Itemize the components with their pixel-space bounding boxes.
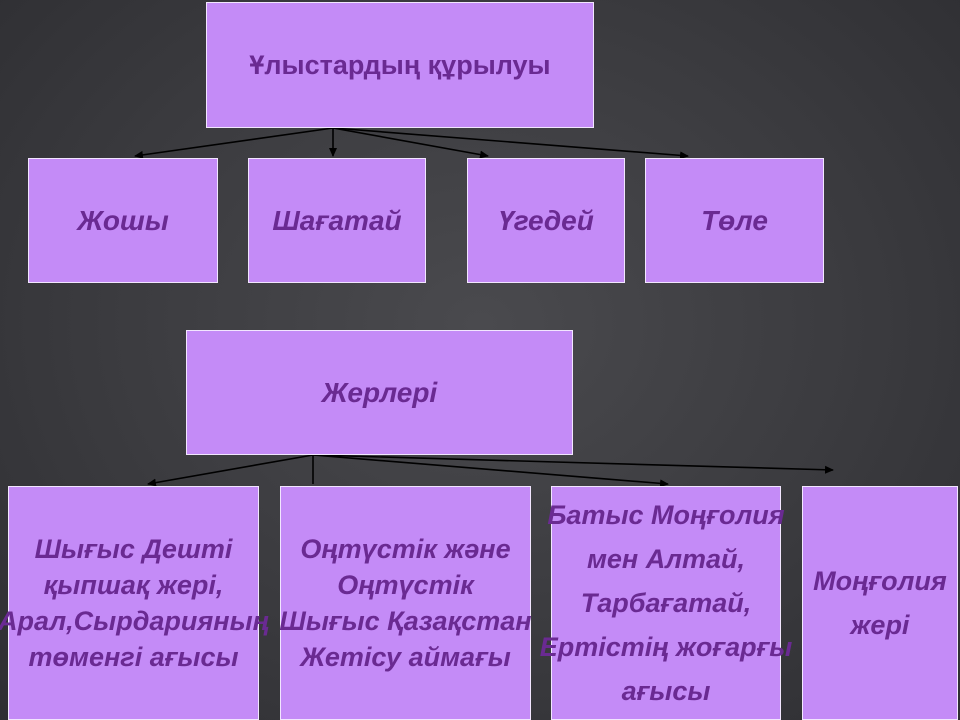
territory-line: Оңтүстік және	[300, 534, 511, 564]
ulus-node-label: Шағатай	[272, 204, 402, 236]
arrow-lands-to-territory-1	[147, 454, 314, 487]
territory-line: мен Алтай,	[586, 544, 746, 574]
territory-line: Ертістің жоғарғы	[539, 632, 793, 662]
territory-node-2: Оңтүстік және Оңтүстік Шығыс Қазақстан Ж…	[279, 486, 532, 720]
territory-node-4: Моңғолия жері	[802, 486, 958, 720]
arrow-root-to-joshy	[134, 127, 334, 159]
territory-node-text: Оңтүстік және Оңтүстік Шығыс Қазақстан Ж…	[279, 531, 531, 675]
ulus-node-shagatai: Шағатай	[248, 158, 426, 283]
ulus-node-label: Жошы	[77, 204, 169, 236]
territory-line: төменгі ағысы	[28, 642, 239, 672]
territory-line: Шығыс Дешті	[34, 534, 233, 564]
territory-node-text: Моңғолия жері	[813, 559, 947, 647]
territory-line: Жетісу аймағы	[300, 642, 511, 672]
territory-line: ағысы	[621, 676, 711, 706]
territory-line: Арал,Сырдарияның	[0, 606, 269, 636]
territory-line: Моңғолия	[813, 566, 947, 596]
arrow-lands-to-territory-3	[312, 454, 669, 488]
ulus-node-ugedei: Үгедей	[467, 158, 625, 283]
territory-node-3: Батыс Моңғолия мен Алтай, Тарбағатай, Ер…	[540, 486, 792, 720]
territory-line: қыпшақ жері,	[43, 570, 224, 600]
ulus-node-label: Үгедей	[498, 204, 594, 236]
territory-line: Оңтүстік	[337, 570, 474, 600]
territory-line: Шығыс Қазақстан	[279, 606, 532, 636]
arrow-root-to-tole	[332, 127, 689, 160]
lands-node-label: Жерлері	[321, 376, 438, 408]
territory-node-text: Батыс Моңғолия мен Алтай, Тарбағатай, Ер…	[540, 493, 793, 713]
territory-node-1: Шығыс Дешті қыпшақ жері, Арал,Сырдарияны…	[0, 486, 269, 720]
territory-node-text: Шығыс Дешті қыпшақ жері, Арал,Сырдарияны…	[0, 531, 269, 675]
ulus-node-joshy: Жошы	[28, 158, 218, 283]
lands-node: Жерлері	[186, 330, 573, 455]
territory-line: Тарбағатай,	[580, 588, 752, 618]
ulus-node-label: Төле	[701, 204, 768, 236]
territory-line: Батыс Моңғолия	[547, 500, 785, 530]
arrow-lands-to-territory-4	[312, 454, 834, 474]
arrow-root-to-ugedei	[332, 127, 489, 159]
root-node: Ұлыстардың құрылуы	[206, 2, 594, 128]
root-node-label: Ұлыстардың құрылуы	[249, 49, 551, 80]
ulus-node-tole: Төле	[645, 158, 824, 283]
territory-line: жері	[850, 610, 910, 640]
